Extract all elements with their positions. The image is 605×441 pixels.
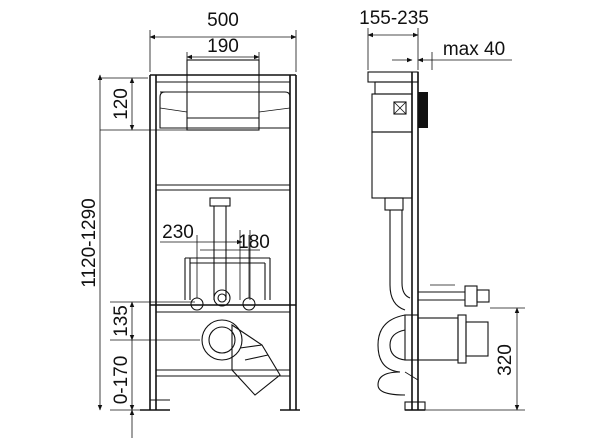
- dim-width-total: 500: [207, 10, 239, 31]
- front-dimensions: [97, 30, 297, 438]
- dim-height-supply: 135: [111, 305, 132, 337]
- dim-spacing-left: 230: [162, 222, 194, 243]
- side-view: [367, 71, 490, 411]
- dim-max-offset: max 40: [443, 39, 505, 60]
- dim-spacing-right: 180: [238, 232, 270, 253]
- dim-width-top-module: 190: [207, 36, 239, 57]
- dim-height-bottom: 0-170: [111, 356, 132, 405]
- side-dimensions: [367, 28, 525, 411]
- front-view: [140, 59, 300, 411]
- dim-height-top-module: 120: [111, 88, 132, 120]
- dim-height-total: 1120-1290: [79, 198, 100, 287]
- dim-height-outlet: 320: [495, 344, 516, 376]
- dim-depth: 155-235: [359, 8, 429, 29]
